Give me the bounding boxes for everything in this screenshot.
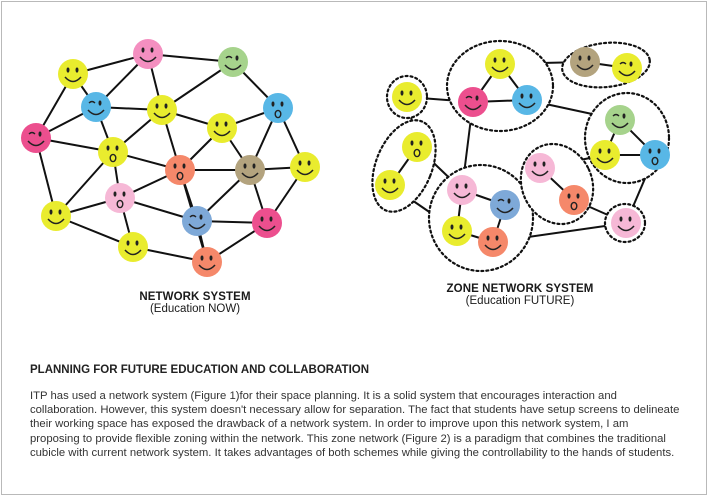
wink-face-icon — [21, 123, 51, 153]
smiley-face-icon — [570, 47, 600, 77]
smiley-face-icon — [447, 175, 477, 205]
wink-face-icon — [182, 206, 212, 236]
smiley-face-icon — [375, 170, 405, 200]
smiley-face-icon — [41, 201, 71, 231]
surprised-face-icon — [640, 140, 670, 170]
smiley-face-icon — [207, 113, 237, 143]
smiley-face-icon — [611, 208, 641, 238]
zone-boundary — [427, 163, 535, 273]
surprised-face-icon — [402, 132, 432, 162]
right-diagram-caption: ZONE NETWORK SYSTEM (Education FUTURE) — [420, 283, 620, 307]
smiley-face-icon — [442, 216, 472, 246]
wink-face-icon — [612, 53, 642, 83]
smiley-face-icon — [252, 208, 282, 238]
smiley-face-icon — [235, 155, 265, 185]
smiley-face-icon — [392, 82, 422, 112]
smiley-face-icon — [147, 95, 177, 125]
smiley-face-icon — [525, 153, 555, 183]
right-diagram-subtitle: (Education FUTURE) — [465, 295, 575, 307]
body-paragraph: ITP has used a network system (Figure 1)… — [30, 390, 680, 459]
wink-face-icon — [81, 92, 111, 122]
left-diagram-caption: NETWORK SYSTEM (Education NOW) — [95, 291, 295, 315]
smiley-face-icon — [512, 85, 542, 115]
smiley-face-icon — [118, 232, 148, 262]
smiley-face-icon — [485, 49, 515, 79]
wink-face-icon — [490, 190, 520, 220]
smiley-face-icon — [478, 227, 508, 257]
left-diagram-subtitle: (Education NOW) — [149, 303, 241, 315]
smiley-face-icon — [58, 59, 88, 89]
smiley-face-icon — [133, 39, 163, 69]
surprised-face-icon — [559, 185, 589, 215]
surprised-face-icon — [263, 93, 293, 123]
right-diagram-title: ZONE NETWORK SYSTEM — [446, 283, 594, 295]
people-nodes — [21, 39, 670, 277]
surprised-face-icon — [98, 137, 128, 167]
surprised-face-icon — [165, 155, 195, 185]
wink-face-icon — [218, 47, 248, 77]
section-heading: PLANNING FOR FUTURE EDUCATION AND COLLAB… — [30, 364, 370, 376]
smiley-face-icon — [590, 140, 620, 170]
smiley-face-icon — [290, 152, 320, 182]
wink-face-icon — [458, 87, 488, 117]
wink-face-icon — [605, 105, 635, 135]
surprised-face-icon — [105, 183, 135, 213]
smiley-face-icon — [192, 247, 222, 277]
left-diagram-title: NETWORK SYSTEM — [139, 291, 251, 303]
